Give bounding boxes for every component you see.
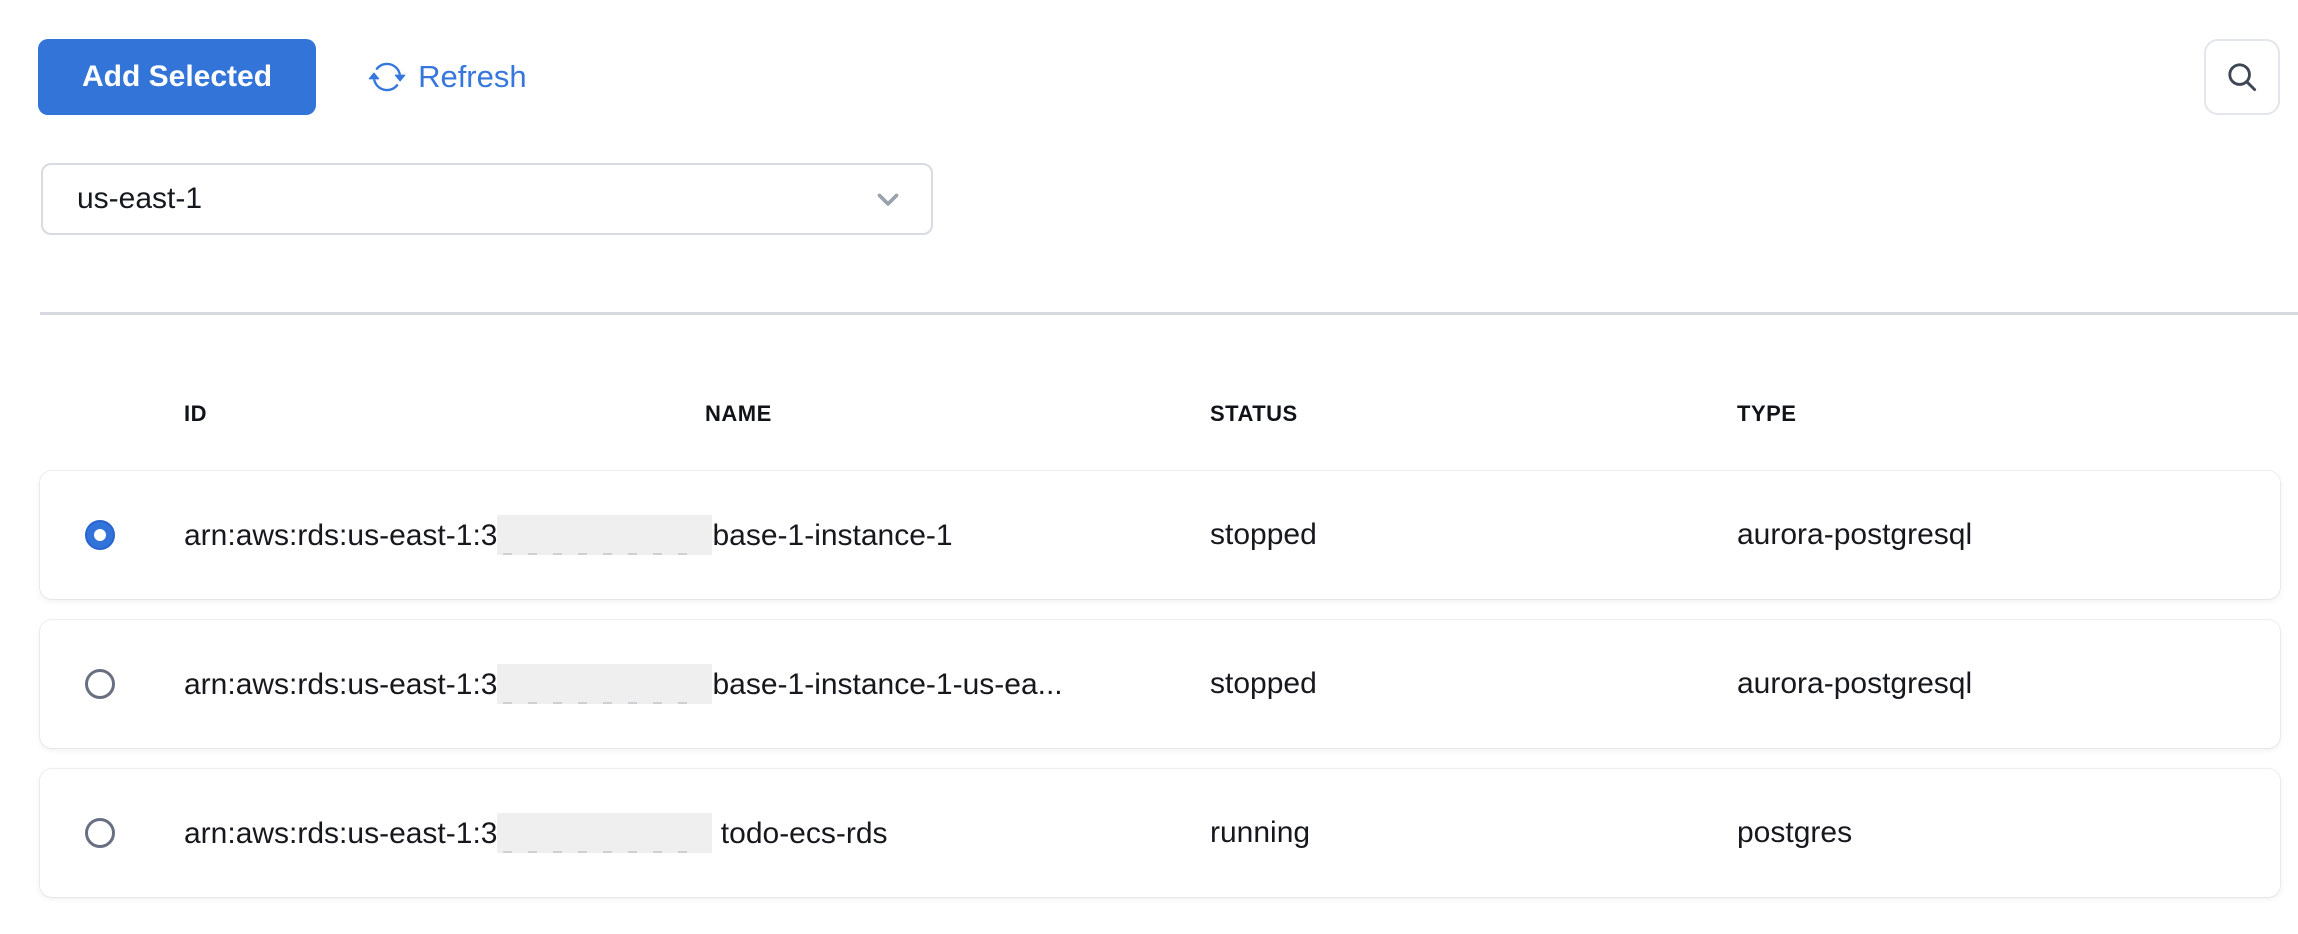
- id-suffix: todo-ecs-rds: [712, 817, 888, 850]
- add-selected-button[interactable]: Add Selected: [38, 39, 317, 115]
- refresh-button[interactable]: Refresh: [368, 58, 527, 96]
- search-button[interactable]: [2204, 39, 2280, 115]
- chevron-down-icon: [871, 182, 905, 216]
- cell-type: postgres: [1737, 816, 1853, 849]
- row-radio[interactable]: [85, 818, 115, 848]
- column-header-status: STATUS: [1210, 401, 1298, 426]
- column-header-id: ID: [184, 401, 207, 426]
- id-prefix: arn:aws:rds:us-east-1:3: [184, 519, 498, 552]
- id-suffix: base-1-instance-1-us-ea...: [712, 668, 1063, 701]
- redacted-account-id: [497, 813, 713, 853]
- id-prefix: arn:aws:rds:us-east-1:3: [184, 668, 498, 701]
- id-prefix: arn:aws:rds:us-east-1:3: [184, 817, 498, 850]
- id-suffix: base-1-instance-1: [712, 519, 953, 552]
- refresh-icon: [368, 58, 406, 96]
- section-divider: [40, 312, 2298, 315]
- cell-type: aurora-postgresql: [1737, 667, 1973, 700]
- cell-type: aurora-postgresql: [1737, 518, 1973, 551]
- row-radio[interactable]: [85, 520, 115, 550]
- search-icon: [2223, 58, 2261, 96]
- row-radio[interactable]: [85, 669, 115, 699]
- table-row[interactable]: arn:aws:rds:us-east-1:3 base-1-instance-1…: [40, 620, 2280, 748]
- redacted-account-id: [497, 664, 713, 704]
- table-body: arn:aws:rds:us-east-1:3 base-1-instance-1…: [40, 471, 2280, 897]
- table-row[interactable]: arn:aws:rds:us-east-1:3 base-1-instance-1…: [40, 471, 2280, 599]
- toolbar: Add Selected Refresh: [38, 38, 2280, 116]
- instance-picker-page: Add Selected Refresh us-east-1: [0, 38, 2298, 934]
- cell-status: stopped: [1210, 667, 1317, 700]
- table-header: ID NAME STATUS TYPE: [0, 401, 2298, 427]
- cell-id: arn:aws:rds:us-east-1:3 todo-ecs-rds: [184, 813, 1210, 853]
- column-header-name: NAME: [705, 401, 772, 426]
- region-dropdown[interactable]: us-east-1: [41, 163, 933, 235]
- column-header-type: TYPE: [1737, 401, 1797, 426]
- cell-id: arn:aws:rds:us-east-1:3 base-1-instance-1: [184, 515, 1210, 555]
- region-dropdown-value: us-east-1: [77, 182, 203, 215]
- cell-status: stopped: [1210, 518, 1317, 551]
- refresh-label: Refresh: [418, 59, 527, 94]
- table-row[interactable]: arn:aws:rds:us-east-1:3 todo-ecs-rds run…: [40, 769, 2280, 897]
- cell-id: arn:aws:rds:us-east-1:3 base-1-instance-1…: [184, 664, 1210, 704]
- redacted-account-id: [497, 515, 713, 555]
- cell-status: running: [1210, 816, 1311, 849]
